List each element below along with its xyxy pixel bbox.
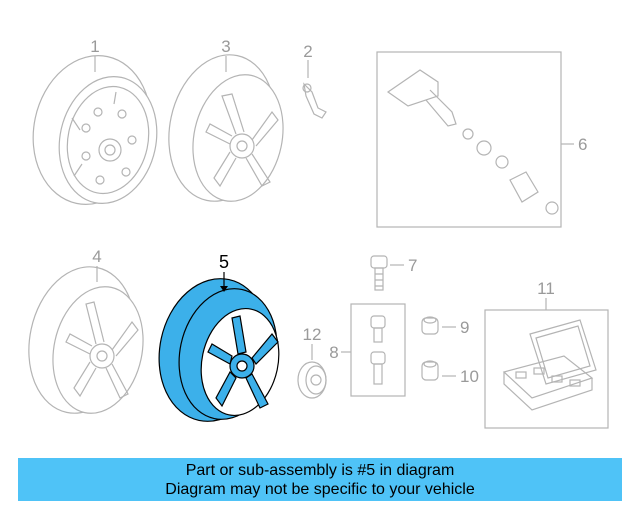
callout-9[interactable]: 9 <box>460 318 469 337</box>
banner-line-1: Part or sub-assembly is #5 in diagram <box>185 461 455 479</box>
part-5-alloy-wheel-highlighted[interactable] <box>146 268 288 431</box>
part-11-repair-kit[interactable] <box>484 309 609 429</box>
part-3-alloy-wheel[interactable] <box>156 45 295 211</box>
exploded-parts-diagram: 1 3 2 6 4 <box>16 37 609 431</box>
part-6-tpms-sensor[interactable] <box>376 51 562 228</box>
banner-line-2: Diagram may not be specific to your vehi… <box>165 480 475 498</box>
callout-3[interactable]: 3 <box>221 37 230 56</box>
callout-11[interactable]: 11 <box>537 279 555 298</box>
part-10-lug-nut-cover[interactable] <box>421 360 439 381</box>
callout-7[interactable]: 7 <box>408 256 417 275</box>
callout-4[interactable]: 4 <box>92 247 101 266</box>
callout-12[interactable]: 12 <box>303 325 322 344</box>
part-12-center-cap[interactable] <box>297 361 327 399</box>
callout-2[interactable]: 2 <box>303 42 312 61</box>
info-banner: Part or sub-assembly is #5 in diagram Di… <box>18 458 622 501</box>
part-2-valve-stem[interactable] <box>302 82 327 119</box>
callout-6[interactable]: 6 <box>578 135 587 154</box>
leader-5-arrow <box>220 286 228 292</box>
part-4-alloy-wheel[interactable] <box>16 257 155 423</box>
part-7-lug-bolt[interactable] <box>370 255 388 291</box>
part-8-bolt-set[interactable] <box>350 303 406 397</box>
callout-8[interactable]: 8 <box>329 343 338 362</box>
callout-5[interactable]: 5 <box>219 252 229 272</box>
part-1-steel-wheel[interactable] <box>20 45 169 216</box>
callout-10[interactable]: 10 <box>460 367 479 386</box>
part-9-lug-nut[interactable] <box>421 316 439 335</box>
callout-1[interactable]: 1 <box>90 37 99 56</box>
